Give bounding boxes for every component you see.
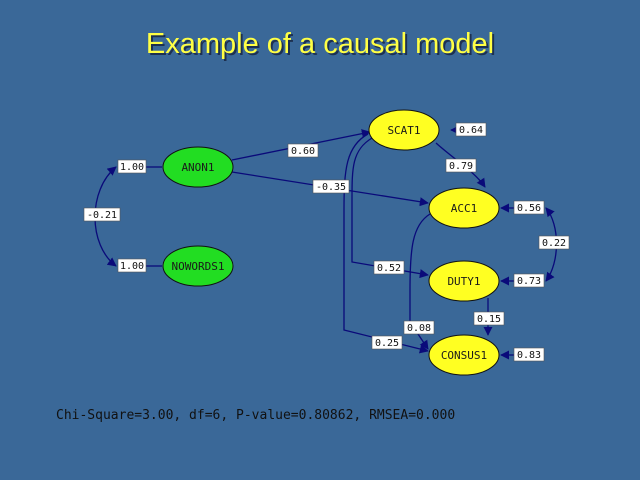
edge-label-scat-consus: 0.25 bbox=[371, 335, 403, 350]
edge-label-anon-nowords-cov: -0.21 bbox=[83, 207, 121, 222]
edge-label-scat-acc: 0.79 bbox=[445, 158, 477, 173]
edge-scat-duty bbox=[351, 137, 429, 279]
node-consus1-label: CONSUS1 bbox=[441, 349, 487, 362]
svg-text:0.79: 0.79 bbox=[449, 161, 473, 172]
svg-text:0.64: 0.64 bbox=[459, 125, 483, 136]
svg-text:0.15: 0.15 bbox=[477, 314, 501, 325]
svg-text:1.00: 1.00 bbox=[120, 162, 144, 173]
edge-label-acc-duty-err-cov: 0.22 bbox=[538, 235, 570, 250]
edge-label-nowords1-var: 1.00 bbox=[117, 258, 147, 273]
node-consus1: CONSUS1 bbox=[428, 334, 500, 376]
node-anon1-label: ANON1 bbox=[181, 161, 214, 174]
svg-text:-0.21: -0.21 bbox=[87, 210, 117, 221]
svg-text:0.25: 0.25 bbox=[375, 338, 399, 349]
svg-text:0.52: 0.52 bbox=[377, 263, 401, 274]
node-anon1: ANON1 bbox=[162, 146, 234, 188]
edge-label-acc-consus: 0.08 bbox=[403, 320, 435, 335]
edge-label-duty-err: 0.73 bbox=[513, 273, 545, 288]
svg-text:1.00: 1.00 bbox=[120, 261, 144, 272]
svg-text:0.83: 0.83 bbox=[517, 350, 541, 361]
svg-text:0.22: 0.22 bbox=[542, 238, 566, 249]
node-duty1-label: DUTY1 bbox=[447, 275, 480, 288]
svg-text:-0.35: -0.35 bbox=[316, 182, 346, 193]
node-duty1: DUTY1 bbox=[428, 260, 500, 302]
edge-scat-consus bbox=[343, 133, 429, 354]
node-scat1: SCAT1 bbox=[368, 109, 440, 151]
node-acc1: ACC1 bbox=[428, 187, 500, 229]
node-scat1-label: SCAT1 bbox=[387, 124, 420, 137]
edge-label-consus-err: 0.83 bbox=[513, 347, 545, 362]
slide-title: Example of a causal model bbox=[145, 28, 495, 60]
fit-statistics: Chi-Square=3.00, df=6, P-value=0.80862, … bbox=[56, 408, 456, 423]
svg-text:0.73: 0.73 bbox=[517, 276, 541, 287]
node-acc1-label: ACC1 bbox=[451, 202, 478, 215]
edge-label-anon-scat: 0.60 bbox=[287, 143, 319, 158]
edge-label-acc-err: 0.56 bbox=[513, 200, 545, 215]
edge-label-scat-err: 0.64 bbox=[455, 122, 487, 137]
edge-acc-consus bbox=[409, 213, 431, 350]
node-nowords1: NOWORDS1 bbox=[162, 245, 234, 287]
edge-label-anon-acc: -0.35 bbox=[312, 179, 350, 194]
svg-text:0.08: 0.08 bbox=[407, 323, 431, 334]
svg-text:0.60: 0.60 bbox=[291, 146, 315, 157]
edge-label-duty-consus: 0.15 bbox=[473, 311, 505, 326]
svg-text:0.56: 0.56 bbox=[517, 203, 541, 214]
edge-label-scat-duty: 0.52 bbox=[373, 260, 405, 275]
edge-label-anon1-var: 1.00 bbox=[117, 159, 147, 174]
node-nowords1-label: NOWORDS1 bbox=[172, 260, 225, 273]
